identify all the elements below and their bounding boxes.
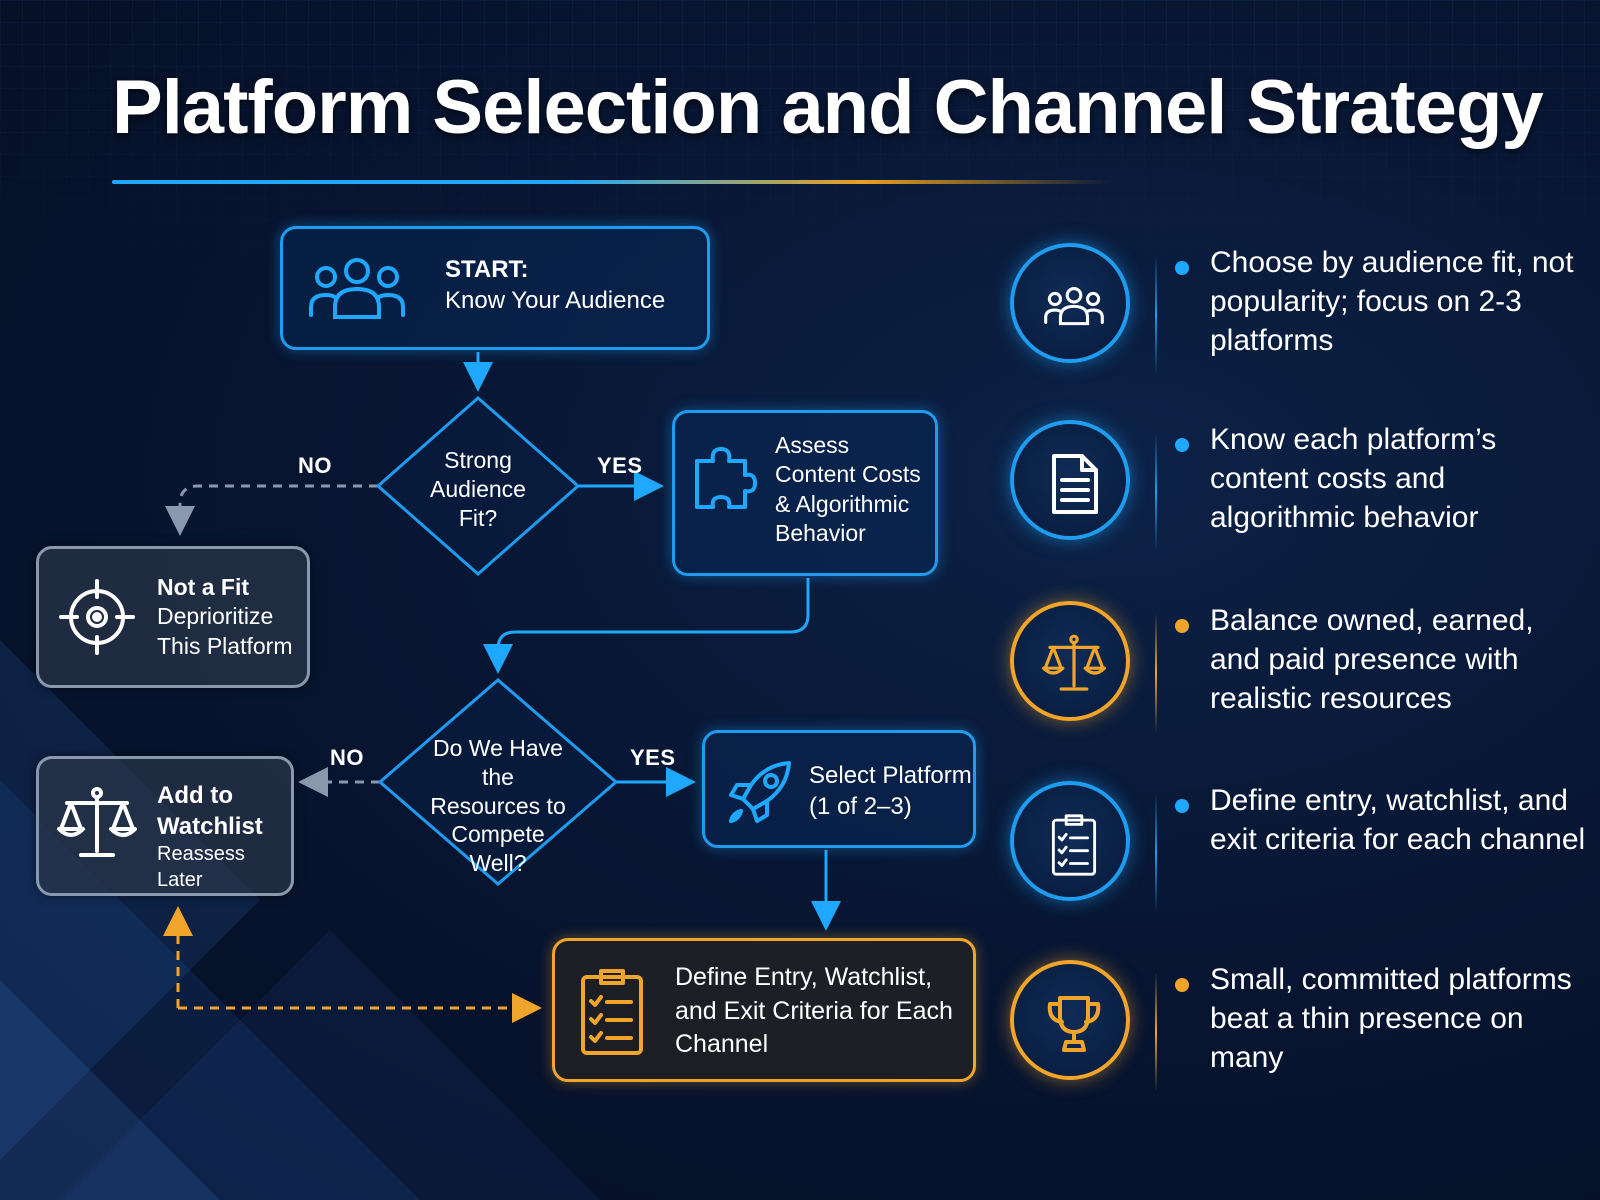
tip-text: Small, committed platforms beat a thin p… [1210, 963, 1572, 1074]
connector-decision1-no [165, 484, 378, 536]
not-fit-text-2: This Platform [157, 632, 293, 659]
decision2-label: Do We Have the Resources to Compete Well… [430, 735, 566, 876]
decision1-diamond [375, 396, 581, 576]
tip-icon-circle [1010, 420, 1130, 540]
tip-icon-circle [1010, 243, 1130, 363]
decision2-diamond [377, 678, 619, 886]
tip-divider [1155, 793, 1157, 913]
audience-icon [309, 258, 405, 319]
title-underline [112, 180, 1112, 184]
not-fit-node: Not a Fit Deprioritize This Platform [36, 546, 310, 688]
not-fit-heading: Not a Fit [157, 574, 249, 600]
tip-icon-circle [1010, 601, 1130, 721]
watchlist-heading-1: Add to [157, 782, 233, 809]
start-heading: START: [445, 256, 529, 283]
decision1-no-label: NO [298, 453, 332, 478]
puzzle-icon [695, 447, 757, 509]
tip-icon-circle [1010, 960, 1130, 1080]
watchlist-heading-2: Watchlist [157, 812, 263, 840]
decision1-label: Strong Audience Fit? [430, 447, 526, 531]
decision2-no-label: NO [330, 745, 364, 770]
tip-bullet [1175, 619, 1189, 633]
checklist-icon [1051, 814, 1097, 876]
decision1-yes-label: YES [597, 453, 643, 478]
connector-assess-to-decision2 [483, 578, 810, 674]
tip-item: Balance owned, earned, and paid presence… [1010, 601, 1590, 741]
tip-bullet [1175, 438, 1189, 452]
tip-bullet [1175, 978, 1189, 992]
scale-icon [57, 787, 137, 857]
assess-node: Assess Content Costs & Algorithmic Behav… [672, 410, 938, 576]
tip-divider [1155, 432, 1157, 552]
tip-text: Choose by audience fit, not popularity; … [1210, 246, 1574, 357]
rocket-icon [729, 761, 791, 823]
background-grid [0, 0, 1600, 300]
tip-text: Define entry, watchlist, and exit criter… [1210, 784, 1586, 856]
assess-text: Assess Content Costs & Algorithmic Behav… [775, 432, 921, 547]
checklist-icon [581, 969, 643, 1055]
not-fit-text-1: Deprioritize [157, 603, 274, 630]
decision2-yes-label: YES [630, 745, 676, 770]
tip-bullet [1175, 799, 1189, 813]
scale-icon [1042, 634, 1106, 691]
select-text-2: (1 of 2–3) [809, 792, 912, 820]
audience-icon [1044, 287, 1104, 326]
start-node: START: Know Your Audience [280, 226, 710, 350]
tip-item: Choose by audience fit, not popularity; … [1010, 243, 1590, 383]
document-icon [1052, 454, 1098, 514]
watchlist-node: Add to Watchlist Reassess Later [36, 756, 294, 896]
tip-bullet [1175, 261, 1189, 275]
tip-divider [1155, 613, 1157, 733]
watchlist-text: Reassess Later [157, 843, 245, 892]
tip-item: Know each platform’s content costs and a… [1010, 420, 1590, 560]
tip-icon-circle [1010, 781, 1130, 901]
select-text-1: Select Platform [809, 762, 972, 789]
target-icon [59, 579, 135, 655]
define-node: Define Entry, Watchlist, and Exit Criter… [552, 938, 976, 1082]
select-node: Select Platform (1 of 2–3) [702, 730, 976, 848]
trophy-icon [1047, 996, 1101, 1052]
page-title: Platform Selection and Channel Strategy [112, 65, 1544, 150]
tip-divider [1155, 972, 1157, 1092]
start-text: Know Your Audience [445, 286, 666, 314]
tip-item: Define entry, watchlist, and exit criter… [1010, 781, 1590, 921]
tip-divider [1155, 255, 1157, 375]
tip-item: Small, committed platforms beat a thin p… [1010, 960, 1590, 1100]
tip-text: Balance owned, earned, and paid presence… [1210, 604, 1534, 715]
tip-text: Know each platform’s content costs and a… [1210, 423, 1497, 534]
define-text: Define Entry, Watchlist, and Exit Criter… [675, 963, 953, 1058]
